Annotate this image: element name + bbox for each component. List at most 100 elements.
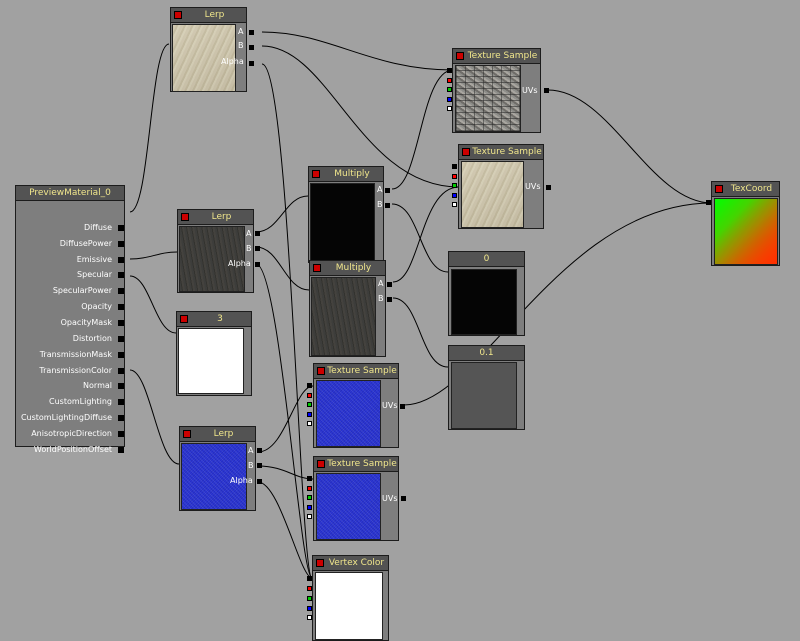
port-normal[interactable]: [118, 383, 124, 389]
port-anisotropicdirection[interactable]: [118, 431, 124, 437]
vertex-color-node[interactable]: Vertex Color: [307, 555, 389, 641]
input-worldpositionoffset[interactable]: WorldPositionOffset: [33, 445, 112, 454]
port-specular[interactable]: [118, 272, 124, 278]
constant-node-0-1[interactable]: 0.1: [448, 345, 525, 430]
port-blue[interactable]: [307, 606, 312, 611]
lerp-bottom-title[interactable]: Lerp: [180, 427, 255, 442]
input-normal[interactable]: Normal: [83, 381, 112, 390]
port-b[interactable]: [385, 203, 390, 208]
port-diffusepower[interactable]: [118, 241, 124, 247]
port-blue[interactable]: [307, 412, 312, 417]
port-red[interactable]: [307, 393, 312, 398]
port-green[interactable]: [452, 183, 457, 188]
port-rgb[interactable]: [447, 68, 452, 73]
port-a[interactable]: [249, 30, 254, 35]
lerp-node-top[interactable]: Lerp A B Alpha: [170, 7, 254, 92]
texture-sample-node-blue-2[interactable]: Texture Sample UVs: [307, 456, 406, 541]
port-specularpower[interactable]: [118, 288, 124, 294]
input-opacitymask[interactable]: OpacityMask: [60, 318, 112, 327]
input-diffuse[interactable]: Diffuse: [83, 223, 112, 232]
multiply-top-title[interactable]: Multiply: [309, 167, 383, 182]
port-green[interactable]: [307, 495, 312, 500]
multiply-bottom-title[interactable]: Multiply: [310, 261, 385, 276]
port-alpha[interactable]: [249, 61, 254, 66]
port-alpha[interactable]: [452, 202, 457, 207]
port-b[interactable]: [255, 246, 260, 251]
port-b[interactable]: [257, 463, 262, 468]
port-a[interactable]: [385, 188, 390, 193]
port-transmissionmask[interactable]: [118, 352, 124, 358]
port-rgb[interactable]: [307, 576, 312, 581]
port-alpha[interactable]: [307, 615, 312, 620]
port-customlighting[interactable]: [118, 399, 124, 405]
port-opacity[interactable]: [118, 304, 124, 310]
port-b[interactable]: [249, 45, 254, 50]
constant-node-0[interactable]: 0: [448, 251, 525, 336]
port-alpha[interactable]: [307, 421, 312, 426]
port-red[interactable]: [307, 486, 312, 491]
multiply-node-bottom[interactable]: Multiply A B: [309, 260, 392, 357]
input-opacity[interactable]: Opacity: [81, 302, 112, 311]
texture-sample-node-blue-1[interactable]: Texture Sample UVs: [307, 363, 405, 448]
lerp-mid-title[interactable]: Lerp: [178, 210, 253, 225]
multiply-node-top[interactable]: Multiply A B: [308, 166, 390, 263]
input-specular[interactable]: Specular: [77, 270, 112, 279]
texture-sample-grass-title[interactable]: Texture Sample: [459, 145, 543, 160]
texture-sample-blue-2-title[interactable]: Texture Sample: [314, 457, 398, 472]
input-specularpower[interactable]: SpecularPower: [52, 286, 112, 295]
port-rgb[interactable]: [307, 383, 312, 388]
port-alpha[interactable]: [447, 106, 452, 111]
port-customlightingdiffuse[interactable]: [118, 415, 124, 421]
port-a[interactable]: [255, 231, 260, 236]
input-transmissionmask[interactable]: TransmissionMask: [39, 350, 112, 359]
input-distortion[interactable]: Distortion: [72, 334, 112, 343]
port-green[interactable]: [447, 87, 452, 92]
vertex-color-title[interactable]: Vertex Color: [313, 556, 388, 571]
constant-node-3[interactable]: 3: [176, 311, 252, 396]
port-red[interactable]: [447, 78, 452, 83]
port-a[interactable]: [257, 448, 262, 453]
port-opacitymask[interactable]: [118, 320, 124, 326]
constant-0-title[interactable]: 0: [449, 252, 524, 267]
lerp-node-mid[interactable]: Lerp A B Alpha: [177, 209, 260, 293]
texcoord-title[interactable]: TexCoord: [712, 182, 779, 197]
port-red[interactable]: [452, 174, 457, 179]
constant-3-title[interactable]: 3: [177, 312, 251, 327]
port-blue[interactable]: [452, 193, 457, 198]
port-uvs[interactable]: [401, 496, 406, 501]
port-a[interactable]: [387, 282, 392, 287]
port-emissive[interactable]: [118, 257, 124, 263]
port-green[interactable]: [307, 596, 312, 601]
port-red[interactable]: [307, 586, 312, 591]
port-output[interactable]: [706, 200, 711, 205]
input-customlighting[interactable]: CustomLighting: [49, 397, 112, 406]
port-rgb[interactable]: [452, 164, 457, 169]
texture-sample-node-grass[interactable]: Texture Sample UVs: [452, 144, 551, 229]
port-worldpositionoffset[interactable]: [118, 447, 124, 453]
port-alpha[interactable]: [255, 262, 260, 267]
texcoord-node[interactable]: TexCoord: [706, 181, 780, 266]
texture-sample-blue-1-title[interactable]: Texture Sample: [314, 364, 398, 379]
input-emissive[interactable]: Emissive: [76, 255, 112, 264]
port-b[interactable]: [387, 297, 392, 302]
port-diffuse[interactable]: [118, 225, 124, 231]
input-customlightingdiffuse[interactable]: CustomLightingDiffuse: [20, 413, 112, 422]
port-alpha[interactable]: [257, 479, 262, 484]
port-distortion[interactable]: [118, 336, 124, 342]
port-uvs[interactable]: [546, 185, 551, 190]
input-transmissioncolor[interactable]: TransmissionColor: [39, 366, 112, 375]
lerp-node-bottom[interactable]: Lerp A B Alpha: [179, 426, 262, 511]
texture-sample-stone-title[interactable]: Texture Sample: [453, 49, 540, 64]
material-node[interactable]: PreviewMaterial_0 Diffuse DiffusePower E…: [15, 185, 125, 454]
input-diffusepower[interactable]: DiffusePower: [59, 239, 112, 248]
port-uvs[interactable]: [544, 88, 549, 93]
port-blue[interactable]: [307, 505, 312, 510]
lerp-top-title[interactable]: Lerp: [171, 8, 246, 23]
port-green[interactable]: [307, 402, 312, 407]
input-anisotropicdirection[interactable]: AnisotropicDirection: [31, 429, 112, 438]
constant-0-1-title[interactable]: 0.1: [449, 346, 524, 361]
port-rgb[interactable]: [307, 476, 312, 481]
port-transmissioncolor[interactable]: [118, 368, 124, 374]
texture-sample-node-stone[interactable]: Texture Sample UVs: [447, 48, 549, 133]
port-uvs[interactable]: [400, 404, 405, 409]
